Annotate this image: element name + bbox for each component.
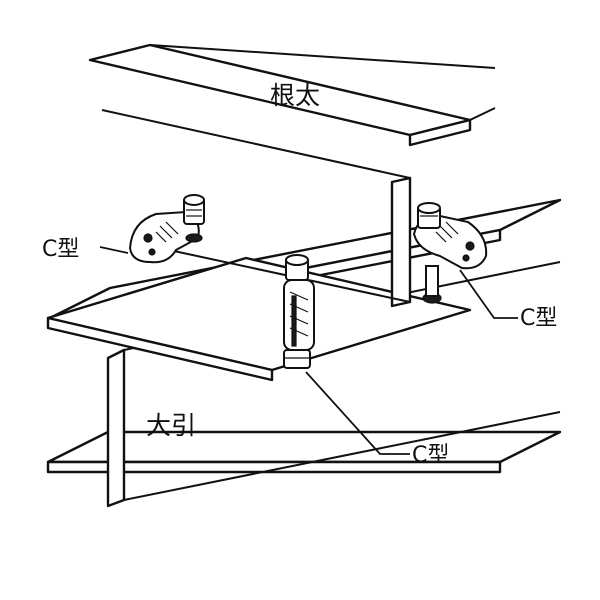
leader-left <box>99 246 129 254</box>
leader-center <box>305 371 410 455</box>
joist-web <box>390 176 412 308</box>
center-c-clamp <box>283 254 315 369</box>
joist-beam <box>46 43 496 382</box>
leader-right <box>459 269 518 319</box>
right-c-clamp <box>412 202 488 304</box>
clamp-label-left: C型 <box>42 237 79 262</box>
joist-label: 根太 <box>270 81 320 110</box>
center-clamp-body <box>283 279 315 351</box>
left-c-clamp <box>128 194 205 264</box>
joist-bottom-flange-edge <box>46 316 274 382</box>
girder-bottom-flange-edge <box>46 460 502 474</box>
center-clamp-bolt-nut <box>283 349 311 369</box>
clamp-label-right: C型 <box>520 306 557 331</box>
leader-lines <box>99 246 518 455</box>
girder-web <box>106 348 126 508</box>
girder-label: 大引 <box>146 411 196 440</box>
clamp-label-center: C型 <box>412 443 449 468</box>
joist-top-flange-edge <box>408 118 472 147</box>
